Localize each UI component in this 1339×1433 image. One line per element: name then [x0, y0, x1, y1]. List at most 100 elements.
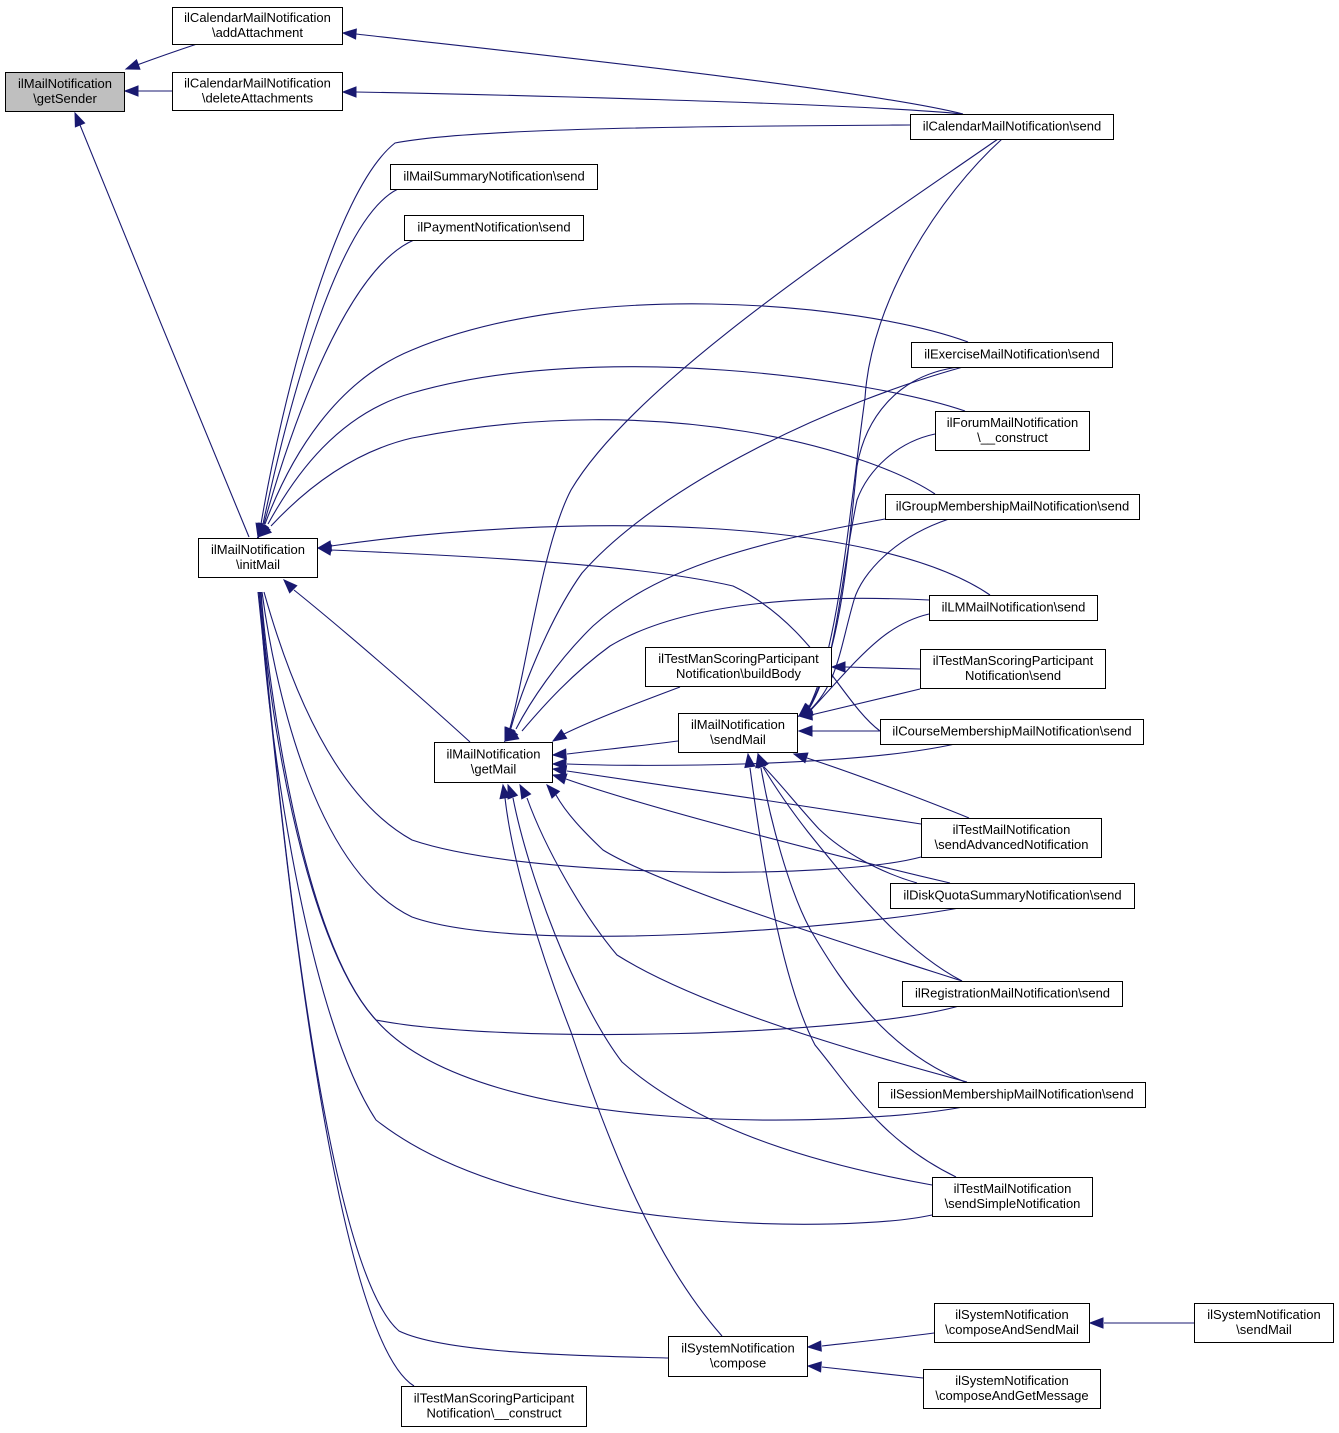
node-label-line: ilMailSummaryNotification\send [403, 169, 584, 184]
node-compose[interactable]: ilSystemNotification\compose [668, 1336, 808, 1377]
edge-lmSend-to-getMail [503, 597, 930, 742]
edge-line [555, 794, 963, 982]
node-box [934, 1303, 1090, 1343]
node-deleteAttachments[interactable]: ilCalendarMailNotification\deleteAttachm… [172, 72, 343, 111]
node-calendarSend[interactable]: ilCalendarMailNotification\send [910, 114, 1114, 140]
node-diskSend[interactable]: ilDiskQuotaSummaryNotification\send [890, 883, 1135, 909]
edge-scoringSend-to-sendMail [797, 688, 921, 721]
node-summarySend[interactable]: ilMailSummaryNotification\send [390, 164, 598, 190]
node-box [885, 494, 1140, 520]
edge-courseSend-to-sendMail [797, 725, 880, 737]
edge-diskSend-to-initMail [253, 535, 960, 937]
edge-line [267, 366, 966, 525]
edge-line [257, 591, 415, 1387]
edge-line [762, 766, 963, 982]
node-simple[interactable]: ilTestMailNotification\sendSimpleNotific… [932, 1177, 1093, 1217]
edge-arrowhead [341, 86, 357, 98]
edge-registrationSend-to-getMail [546, 783, 963, 982]
node-box [172, 7, 343, 45]
edge-arrowhead [551, 765, 568, 777]
node-box [5, 72, 125, 112]
node-label-line: \__construct [977, 430, 1048, 445]
edge-arrowhead [316, 544, 333, 556]
edge-sessionSend-to-getMail [519, 783, 968, 1083]
edge-arrowhead [830, 661, 846, 673]
node-label-line: \sendMail [1236, 1322, 1292, 1337]
node-advanced[interactable]: ilTestMailNotification\sendAdvancedNotif… [921, 818, 1102, 858]
node-label-line: ilSystemNotification [681, 1341, 794, 1356]
edge-line [821, 1366, 924, 1379]
node-scoringConstruct[interactable]: ilTestManScoringParticipantNotification\… [401, 1386, 587, 1427]
node-paymentSend[interactable]: ilPaymentNotification\send [404, 215, 584, 241]
node-label-line: ilSystemNotification [955, 1307, 1068, 1322]
node-label-line: ilExerciseMailNotification\send [924, 347, 1100, 362]
edge-arrowhead [123, 85, 139, 97]
edge-compose-to-initMail [252, 535, 669, 1359]
node-composeAndGetMessage[interactable]: ilSystemNotification\composeAndGetMessag… [923, 1369, 1101, 1409]
edge-arrowhead [1088, 1317, 1104, 1329]
node-label-line: ilMailNotification [211, 542, 305, 557]
node-label-line: ilTestMailNotification [954, 1181, 1072, 1196]
node-label-line: \compose [710, 1356, 766, 1371]
edge-line [260, 591, 960, 1036]
edge-line [760, 767, 966, 1083]
edge-line [515, 518, 886, 730]
node-exerciseSend[interactable]: ilExerciseMailNotification\send [911, 342, 1113, 368]
node-sysSendMail[interactable]: ilSystemNotification\sendMail [1194, 1303, 1334, 1343]
node-composeAndSendMail[interactable]: ilSystemNotification\composeAndSendMail [934, 1303, 1090, 1343]
node-lmSend[interactable]: ilLMMailNotification\send [929, 595, 1098, 621]
node-box [890, 883, 1135, 909]
edge-arrowhead [499, 783, 511, 800]
node-courseSend[interactable]: ilCourseMembershipMailNotification\send [880, 719, 1144, 745]
node-registrationSend[interactable]: ilRegistrationMailNotification\send [902, 981, 1123, 1007]
edge-line [749, 767, 957, 1178]
node-initMail[interactable]: ilMailNotification\initMail [198, 538, 318, 578]
edge-arrowhead [551, 728, 568, 742]
edge-arrowhead [755, 752, 767, 769]
node-label-line: ilTestManScoringParticipant [933, 653, 1094, 668]
node-groupSend[interactable]: ilGroupMembershipMailNotification\send [885, 494, 1140, 520]
edge-simple-to-getMail [507, 783, 933, 1186]
node-getMail[interactable]: ilMailNotification\getMail [434, 742, 553, 783]
node-label-line: \composeAndSendMail [945, 1322, 1079, 1337]
node-box [880, 719, 1144, 745]
node-sendMail[interactable]: ilMailNotification\sendMail [678, 713, 798, 753]
edge-sendMail-to-getMail [551, 740, 679, 760]
edge-arrowhead [283, 579, 298, 594]
node-label-line: ilForumMailNotification [947, 415, 1078, 430]
edge-forumConstruct-to-initMail [257, 366, 966, 539]
edge-arrowhead [546, 783, 561, 799]
node-getSender[interactable]: ilMailNotification\getSender [5, 72, 125, 112]
edge-sessionSend-to-sendMail [755, 752, 966, 1083]
edge-arrowhead [507, 783, 519, 800]
edge-line [512, 797, 933, 1186]
node-buildBody[interactable]: ilTestManScoringParticipantNotification\… [645, 647, 832, 687]
node-sessionSend[interactable]: ilSessionMembershipMailNotification\send [878, 1082, 1146, 1108]
edge-line [510, 366, 964, 729]
node-box [198, 538, 318, 578]
edge-calendarSend-to-deleteAttachments [341, 86, 964, 115]
edge-courseSend-to-initMail [316, 544, 881, 732]
edge-line [504, 797, 723, 1337]
edge-line [355, 33, 964, 115]
edge-line [808, 138, 1003, 708]
node-label-line: ilGroupMembershipMailNotification\send [896, 499, 1129, 514]
edge-arrowhead [124, 59, 141, 70]
edge-arrowhead [797, 709, 813, 721]
node-scoringSend[interactable]: ilTestManScoringParticipantNotification\… [920, 649, 1106, 689]
edge-line [293, 589, 471, 743]
node-forumConstruct[interactable]: ilForumMailNotification\__construct [935, 411, 1090, 451]
edge-initMail-to-getSender [74, 111, 250, 538]
node-label-line: \sendSimpleNotification [945, 1196, 1081, 1211]
node-box [911, 342, 1113, 368]
edge-registrationSend-to-initMail [253, 535, 960, 1036]
node-label-line: ilCalendarMailNotification\send [923, 119, 1101, 134]
node-box [910, 114, 1114, 140]
node-addAttachment[interactable]: ilCalendarMailNotification\addAttachment [172, 7, 343, 45]
node-box [401, 1386, 587, 1427]
edge-line [566, 770, 922, 825]
edge-line [810, 688, 921, 716]
node-box [902, 981, 1123, 1007]
edge-line [330, 549, 881, 732]
